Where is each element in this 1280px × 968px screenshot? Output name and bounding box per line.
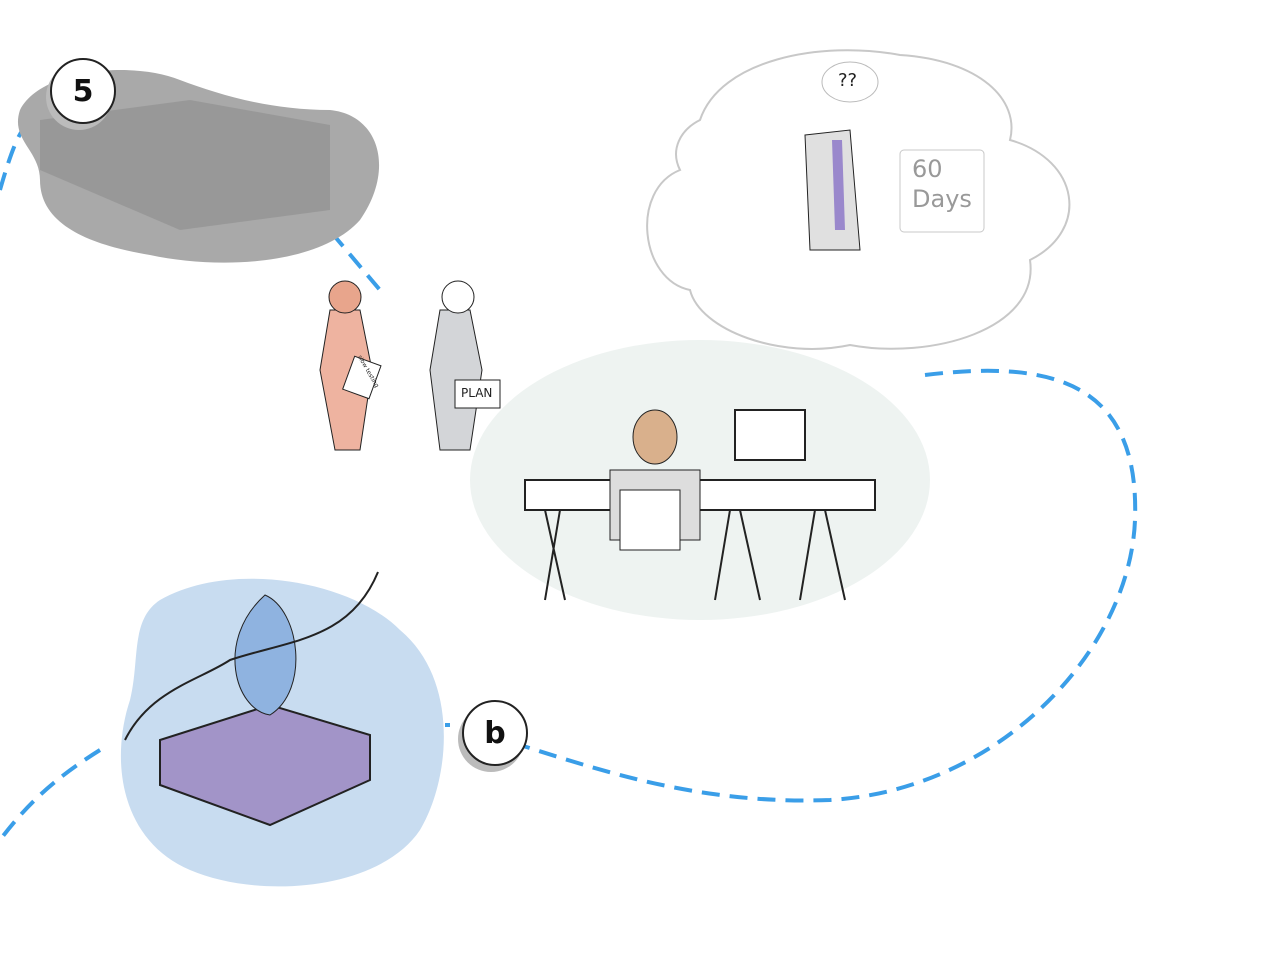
thought-cloud xyxy=(646,49,1071,350)
factory-building xyxy=(40,100,330,230)
step-5-badge: 5 xyxy=(50,58,116,124)
droplet-logo xyxy=(234,594,297,716)
desk-legs xyxy=(544,509,846,601)
speech-number: 60 xyxy=(912,155,943,183)
speech-days: Days xyxy=(912,185,972,213)
cable xyxy=(124,571,379,741)
computer-monitor xyxy=(734,409,806,461)
worker-orange-head xyxy=(328,280,362,314)
speech-bubble xyxy=(899,149,985,233)
plan-sign xyxy=(454,379,501,409)
plan-text: PLAN xyxy=(461,386,493,400)
person-head xyxy=(632,409,678,465)
tie xyxy=(832,140,845,230)
question-bubble xyxy=(821,61,879,103)
chair xyxy=(619,489,681,551)
question-text: ?? xyxy=(838,70,858,91)
step-6-badge: b xyxy=(462,700,528,766)
businessman-figure xyxy=(804,129,861,251)
worker-gray-head xyxy=(441,280,475,314)
clipboard xyxy=(342,355,382,400)
